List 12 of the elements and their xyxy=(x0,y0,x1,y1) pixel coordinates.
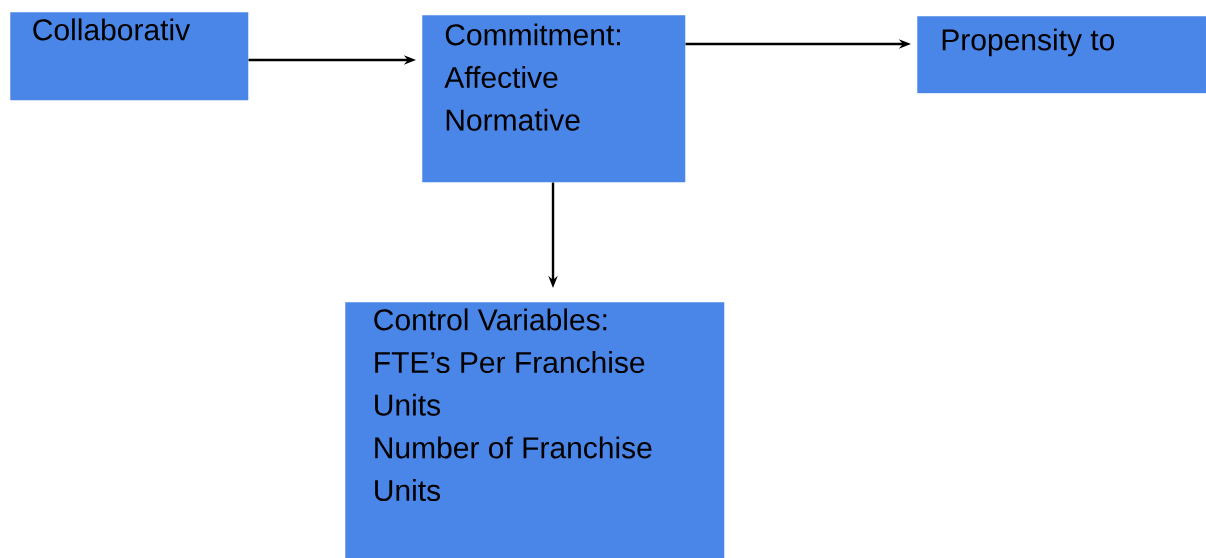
node-text: Affective xyxy=(444,66,558,89)
node-text: Collaborativ xyxy=(33,18,191,41)
node-text: FTE’s Per Franchise Units xyxy=(375,351,645,416)
node-text: Number of Franchise Units xyxy=(375,436,652,502)
process-box xyxy=(422,15,686,183)
node-text: Control Variables: xyxy=(374,308,607,331)
process-box xyxy=(917,16,1206,94)
node-text: Commitment: xyxy=(445,23,620,46)
node-text: Normative xyxy=(446,108,580,131)
process-box xyxy=(345,302,725,558)
process-box xyxy=(10,12,249,101)
node-text: Propensity to xyxy=(942,28,1115,57)
